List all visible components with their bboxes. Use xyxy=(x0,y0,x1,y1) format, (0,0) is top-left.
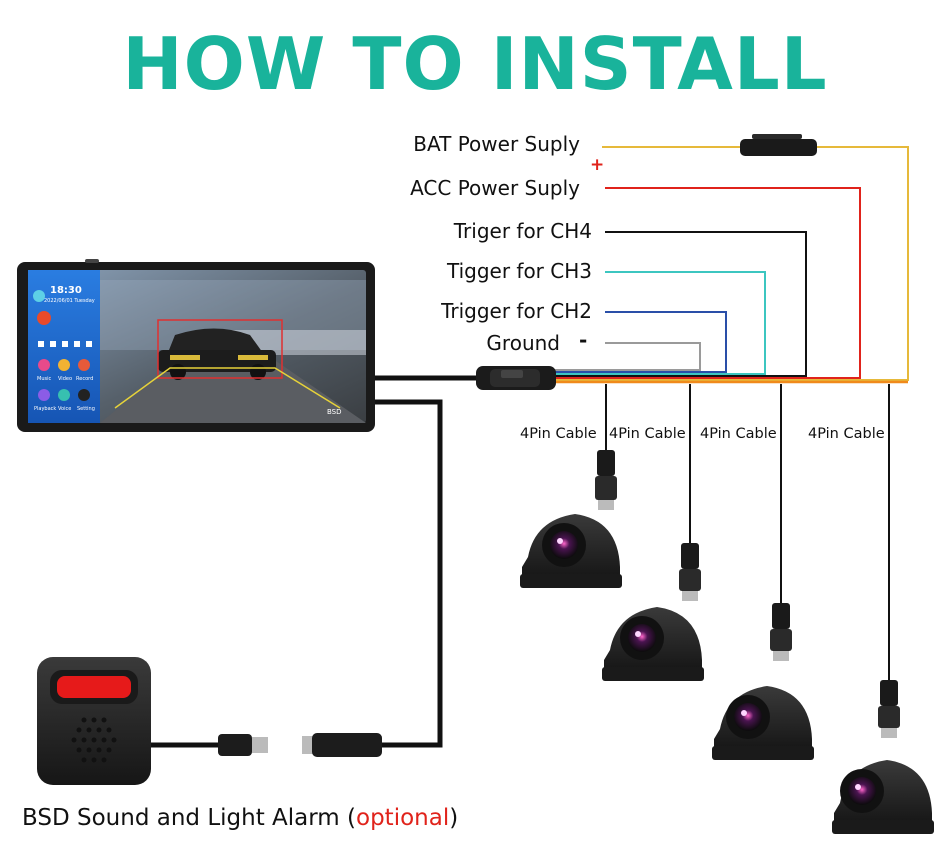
app-voice: Voice xyxy=(58,406,72,412)
wire-label-bat: BAT Power Suply xyxy=(413,132,580,156)
connector-icon xyxy=(218,734,268,756)
wire-label-ground: Ground xyxy=(486,331,560,355)
positive-symbol: + xyxy=(590,155,605,175)
cable-label-3: 4Pin Cable xyxy=(700,426,777,442)
alarm-caption-text: BSD Sound and Light Alarm xyxy=(22,805,340,831)
app-playback: Playback xyxy=(34,406,57,412)
wire-label-ch3: Tigger for CH3 xyxy=(446,259,592,283)
connector-icon xyxy=(770,603,792,661)
wire-acc xyxy=(550,187,861,379)
alarm-caption-close-paren: ) xyxy=(449,805,459,831)
connector-icon xyxy=(302,733,382,757)
camera-icon xyxy=(602,607,704,681)
app-setting: Setting xyxy=(77,406,95,412)
app-record: Record xyxy=(76,376,94,382)
camera-icon xyxy=(712,686,814,760)
cable-label-2: 4Pin Cable xyxy=(609,426,686,442)
monitor-bsd-label: BSD xyxy=(327,408,342,416)
negative-symbol: - xyxy=(579,328,588,352)
wire-bat xyxy=(550,146,909,381)
app-music: Music xyxy=(37,376,52,382)
monitor-time: 18:30 xyxy=(50,285,82,296)
wire-ch3 xyxy=(550,271,766,375)
alarm-cable xyxy=(372,399,443,748)
alarm-caption-open-paren: ( xyxy=(347,805,356,831)
connector-icon xyxy=(595,450,617,510)
monitor-icon xyxy=(17,259,375,432)
optional-label: optional xyxy=(356,805,450,831)
wire-ground xyxy=(550,342,701,371)
connector-icon xyxy=(878,680,900,738)
wire-ch4 xyxy=(550,231,807,377)
cable-label-4: 4Pin Cable xyxy=(808,426,885,442)
fuse-icon xyxy=(740,134,817,156)
wire-label-ch4: Triger for CH4 xyxy=(453,219,592,243)
wire-ch2 xyxy=(550,311,727,373)
camera-icon xyxy=(832,760,934,834)
page-title: HOW TO INSTALL xyxy=(122,22,828,106)
cable-label-1: 4Pin Cable xyxy=(520,426,597,442)
wire-label-acc: ACC Power Suply xyxy=(410,176,580,200)
connector-icon xyxy=(679,543,701,601)
monitor-date: 2022/06/01 Tuesday xyxy=(44,298,95,304)
alarm-caption: BSD Sound and Light Alarm (optional) xyxy=(22,805,458,831)
camera-icon xyxy=(520,514,622,588)
alarm-speaker-icon xyxy=(37,657,151,785)
harness-connector-icon xyxy=(476,366,556,390)
wire-label-ch2: Trigger for CH2 xyxy=(441,299,592,323)
app-video: Video xyxy=(58,376,73,382)
